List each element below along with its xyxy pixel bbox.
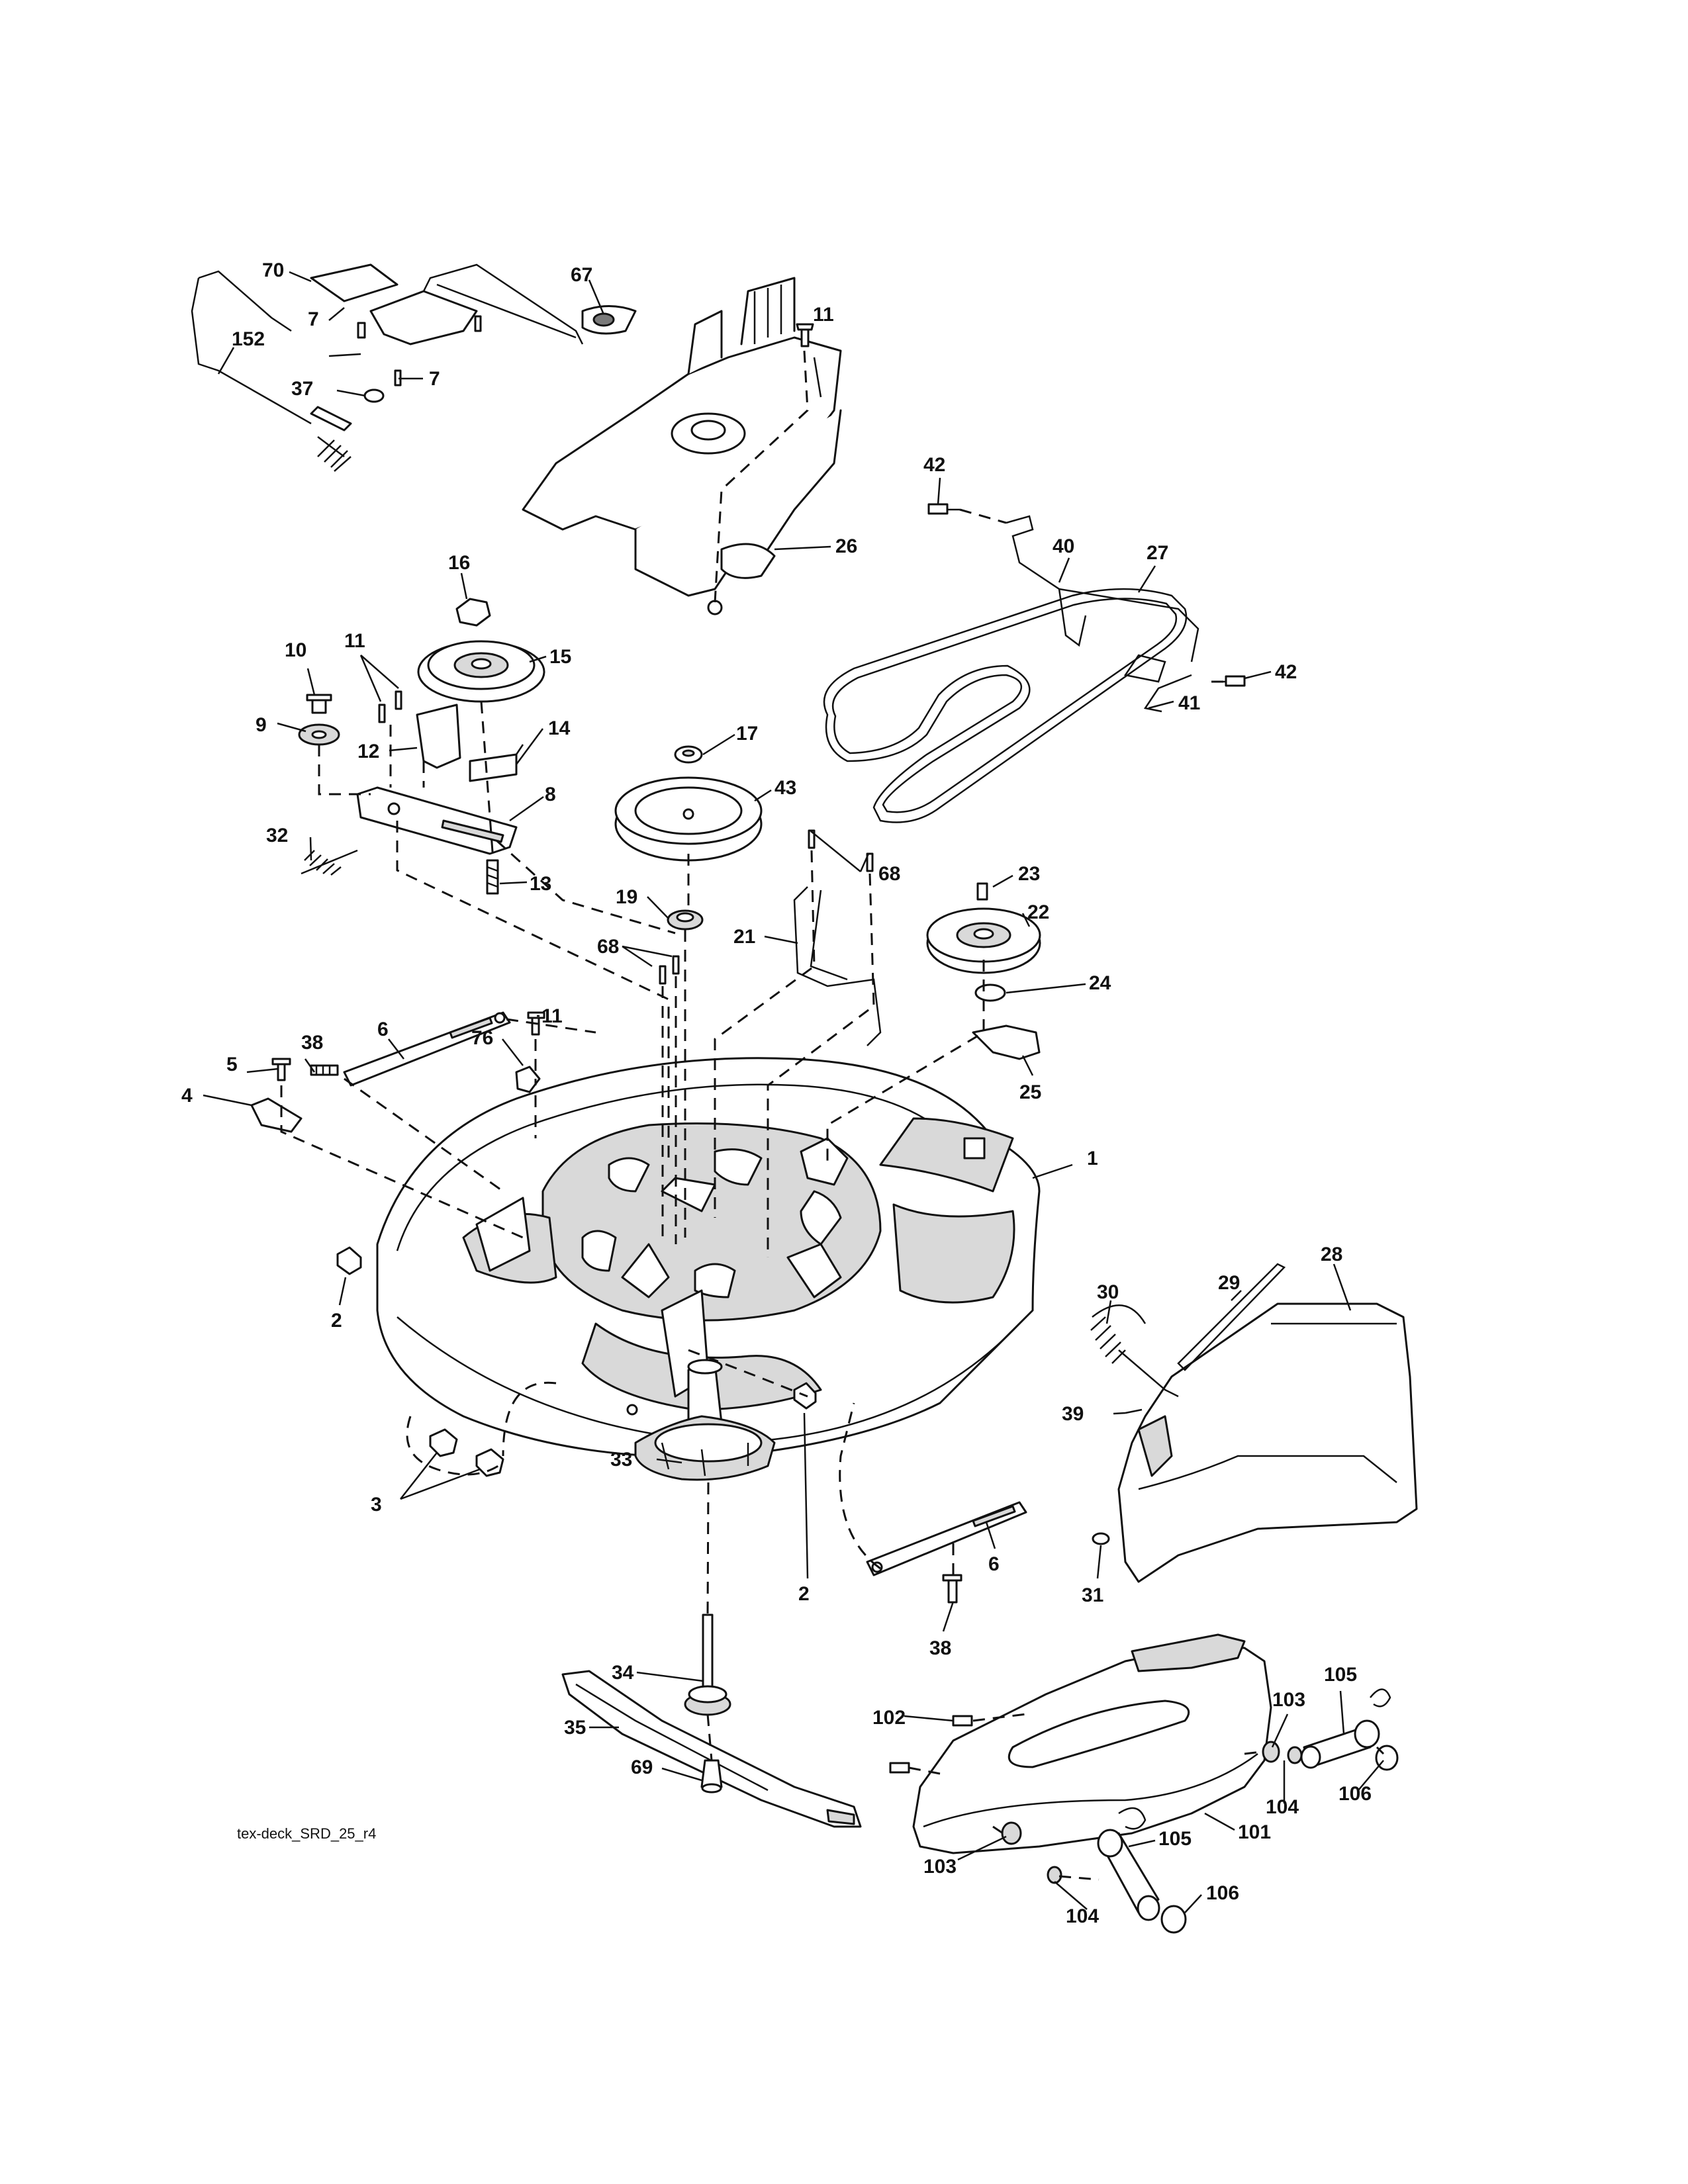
callout-8: 8 [545,784,556,805]
callout-106-right: 106 [1338,1783,1372,1805]
callout-6-upper: 6 [377,1019,389,1040]
callout-35: 35 [564,1717,586,1739]
callout-42-right: 42 [1275,661,1297,683]
callout-24: 24 [1089,972,1111,994]
deck-cover-assembly [889,1633,1399,1934]
callout-29: 29 [1218,1272,1240,1294]
callout-5: 5 [226,1054,238,1075]
callout-11-idler: 11 [344,630,365,652]
callout-40: 40 [1053,535,1074,557]
callout-6-lower: 6 [988,1553,1000,1575]
callout-101: 101 [1238,1821,1271,1843]
drive-belt-assembly [823,503,1246,823]
callout-9: 9 [256,714,267,736]
callout-21: 21 [733,926,755,948]
callout-11-frame: 11 [813,304,834,326]
callout-31: 31 [1082,1584,1103,1606]
callout-34: 34 [612,1662,634,1684]
callout-labels: 1 2 2 3 4 5 6 6 7 7 8 9 10 11 11 11 12 1… [181,259,1372,1927]
callout-7-upper: 7 [308,308,319,330]
callout-12: 12 [357,741,379,762]
callout-17: 17 [736,723,758,745]
callout-3: 3 [371,1494,382,1516]
idler-arm-assembly [298,598,545,895]
assembly-guide-lines [280,350,1385,1881]
callout-2-left: 2 [331,1310,342,1332]
deck-lift-links [250,955,1027,1604]
callout-30: 30 [1097,1281,1119,1303]
callout-76: 76 [471,1027,493,1049]
callout-leaders [203,271,1384,1913]
callout-4: 4 [181,1085,193,1107]
diagram-id-text: tex-deck_SRD_25_r4 [237,1825,376,1842]
callout-13: 13 [530,873,551,895]
callout-19: 19 [616,886,637,908]
callout-152: 152 [232,328,265,350]
callout-67: 67 [571,264,592,286]
callout-102: 102 [872,1707,906,1729]
idler-pulley-assembly [793,829,1041,1060]
lift-lever-assembly [191,263,637,472]
callout-43: 43 [774,777,796,799]
callout-37: 37 [291,378,313,400]
callout-16: 16 [448,552,470,574]
callout-26: 26 [835,535,857,557]
callout-104-right: 104 [1266,1796,1299,1818]
callout-104-lower: 104 [1066,1905,1099,1927]
callout-14: 14 [548,717,571,739]
deck-housing [376,1057,1041,1458]
discharge-chute-assembly [1090,1263,1418,1583]
callout-69: 69 [631,1756,653,1778]
callout-39: 39 [1062,1403,1084,1425]
callout-105-right: 105 [1324,1664,1357,1686]
callout-42-upper: 42 [923,454,945,476]
callout-15: 15 [549,646,571,668]
deck-lift-frame [522,277,842,615]
callout-1: 1 [1087,1148,1098,1169]
spindle-pulley-assembly [614,745,763,931]
callout-11-deck: 11 [541,1005,563,1027]
callout-25: 25 [1019,1081,1041,1103]
callout-38-upper: 38 [301,1032,323,1054]
callout-27: 27 [1147,542,1168,564]
callout-105-lower: 105 [1158,1828,1192,1850]
callout-23: 23 [1018,863,1040,885]
callout-33: 33 [610,1449,632,1471]
callout-28: 28 [1321,1244,1342,1265]
callout-10: 10 [285,639,306,661]
callout-103-right: 103 [1272,1689,1305,1711]
callout-41: 41 [1178,692,1200,714]
callout-106-lower: 106 [1206,1882,1239,1904]
callout-7-lower: 7 [429,368,440,390]
callout-70: 70 [262,259,284,281]
callout-103-lower: 103 [923,1856,957,1878]
callout-32: 32 [266,825,288,846]
callout-68-idler: 68 [878,863,900,885]
spindle-blade-assembly [561,1359,862,1828]
callout-2-right: 2 [798,1583,810,1605]
callout-38-lower: 38 [929,1637,951,1659]
callout-68-deck: 68 [597,936,619,958]
callout-22: 22 [1027,901,1049,923]
